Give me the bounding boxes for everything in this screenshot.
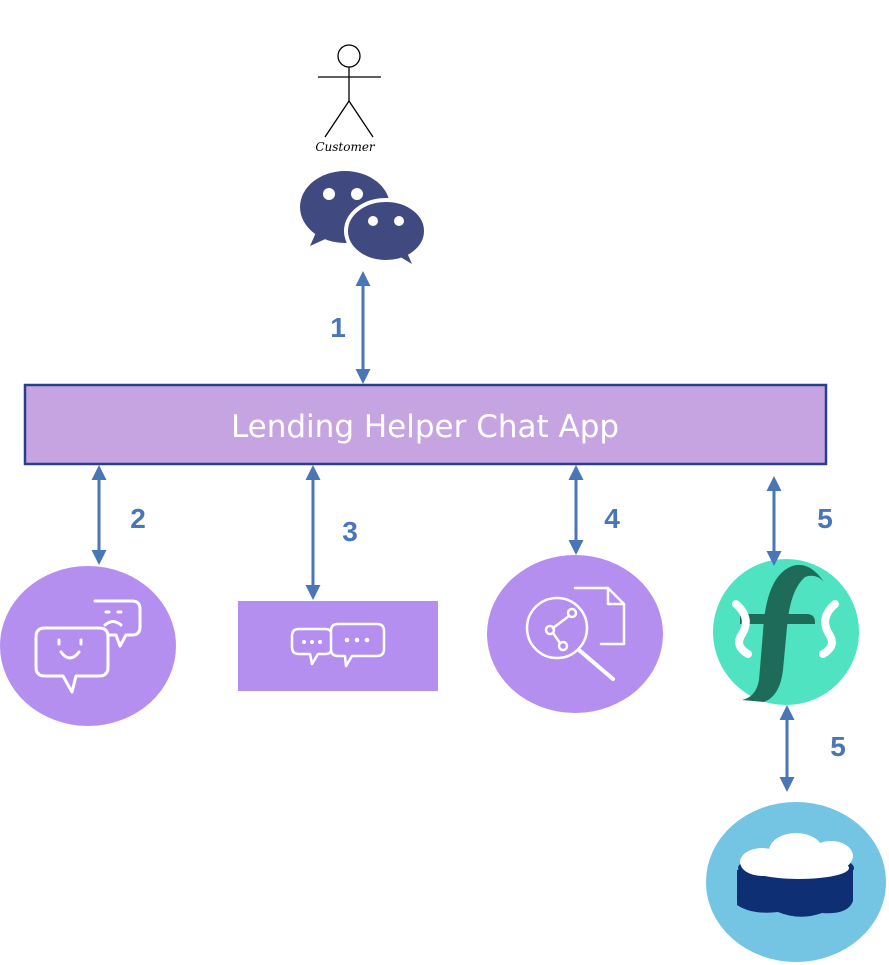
- stick-figure-icon: [318, 44, 381, 138]
- connector-label-c4: 4: [604, 503, 620, 534]
- cloud-database-node: [706, 802, 886, 962]
- function-service-node: [713, 559, 859, 705]
- connectors: 1 2 3 4 5 5: [91, 271, 846, 792]
- sentiment-chat-node: [0, 566, 176, 726]
- conversation-dots: [302, 637, 370, 644]
- lending-helper-chat-app: Lending Helper Chat App: [23, 383, 828, 466]
- document-search-node: [487, 555, 663, 713]
- connector-label-c3: 3: [342, 516, 358, 547]
- app-bar: [23, 383, 828, 466]
- connector-label-c5: 5: [817, 503, 833, 534]
- app-title: Lending Helper Chat App: [231, 409, 619, 445]
- connector-label-c2: 2: [130, 503, 146, 534]
- connector-label-c6: 5: [830, 731, 846, 762]
- conversation-icon: [290, 622, 386, 668]
- customer-label: Customer: [315, 140, 376, 154]
- connector-label-c1: 1: [330, 312, 346, 343]
- chat-bubbles-icon: [300, 171, 428, 264]
- cloud-database-icon: [737, 833, 854, 917]
- sentiment-chat-icon: [34, 599, 142, 694]
- function-f-icon: [713, 559, 859, 705]
- conversation-node: [238, 601, 438, 691]
- document-search-icon: [525, 586, 626, 681]
- customer-actor: Customer: [315, 44, 381, 154]
